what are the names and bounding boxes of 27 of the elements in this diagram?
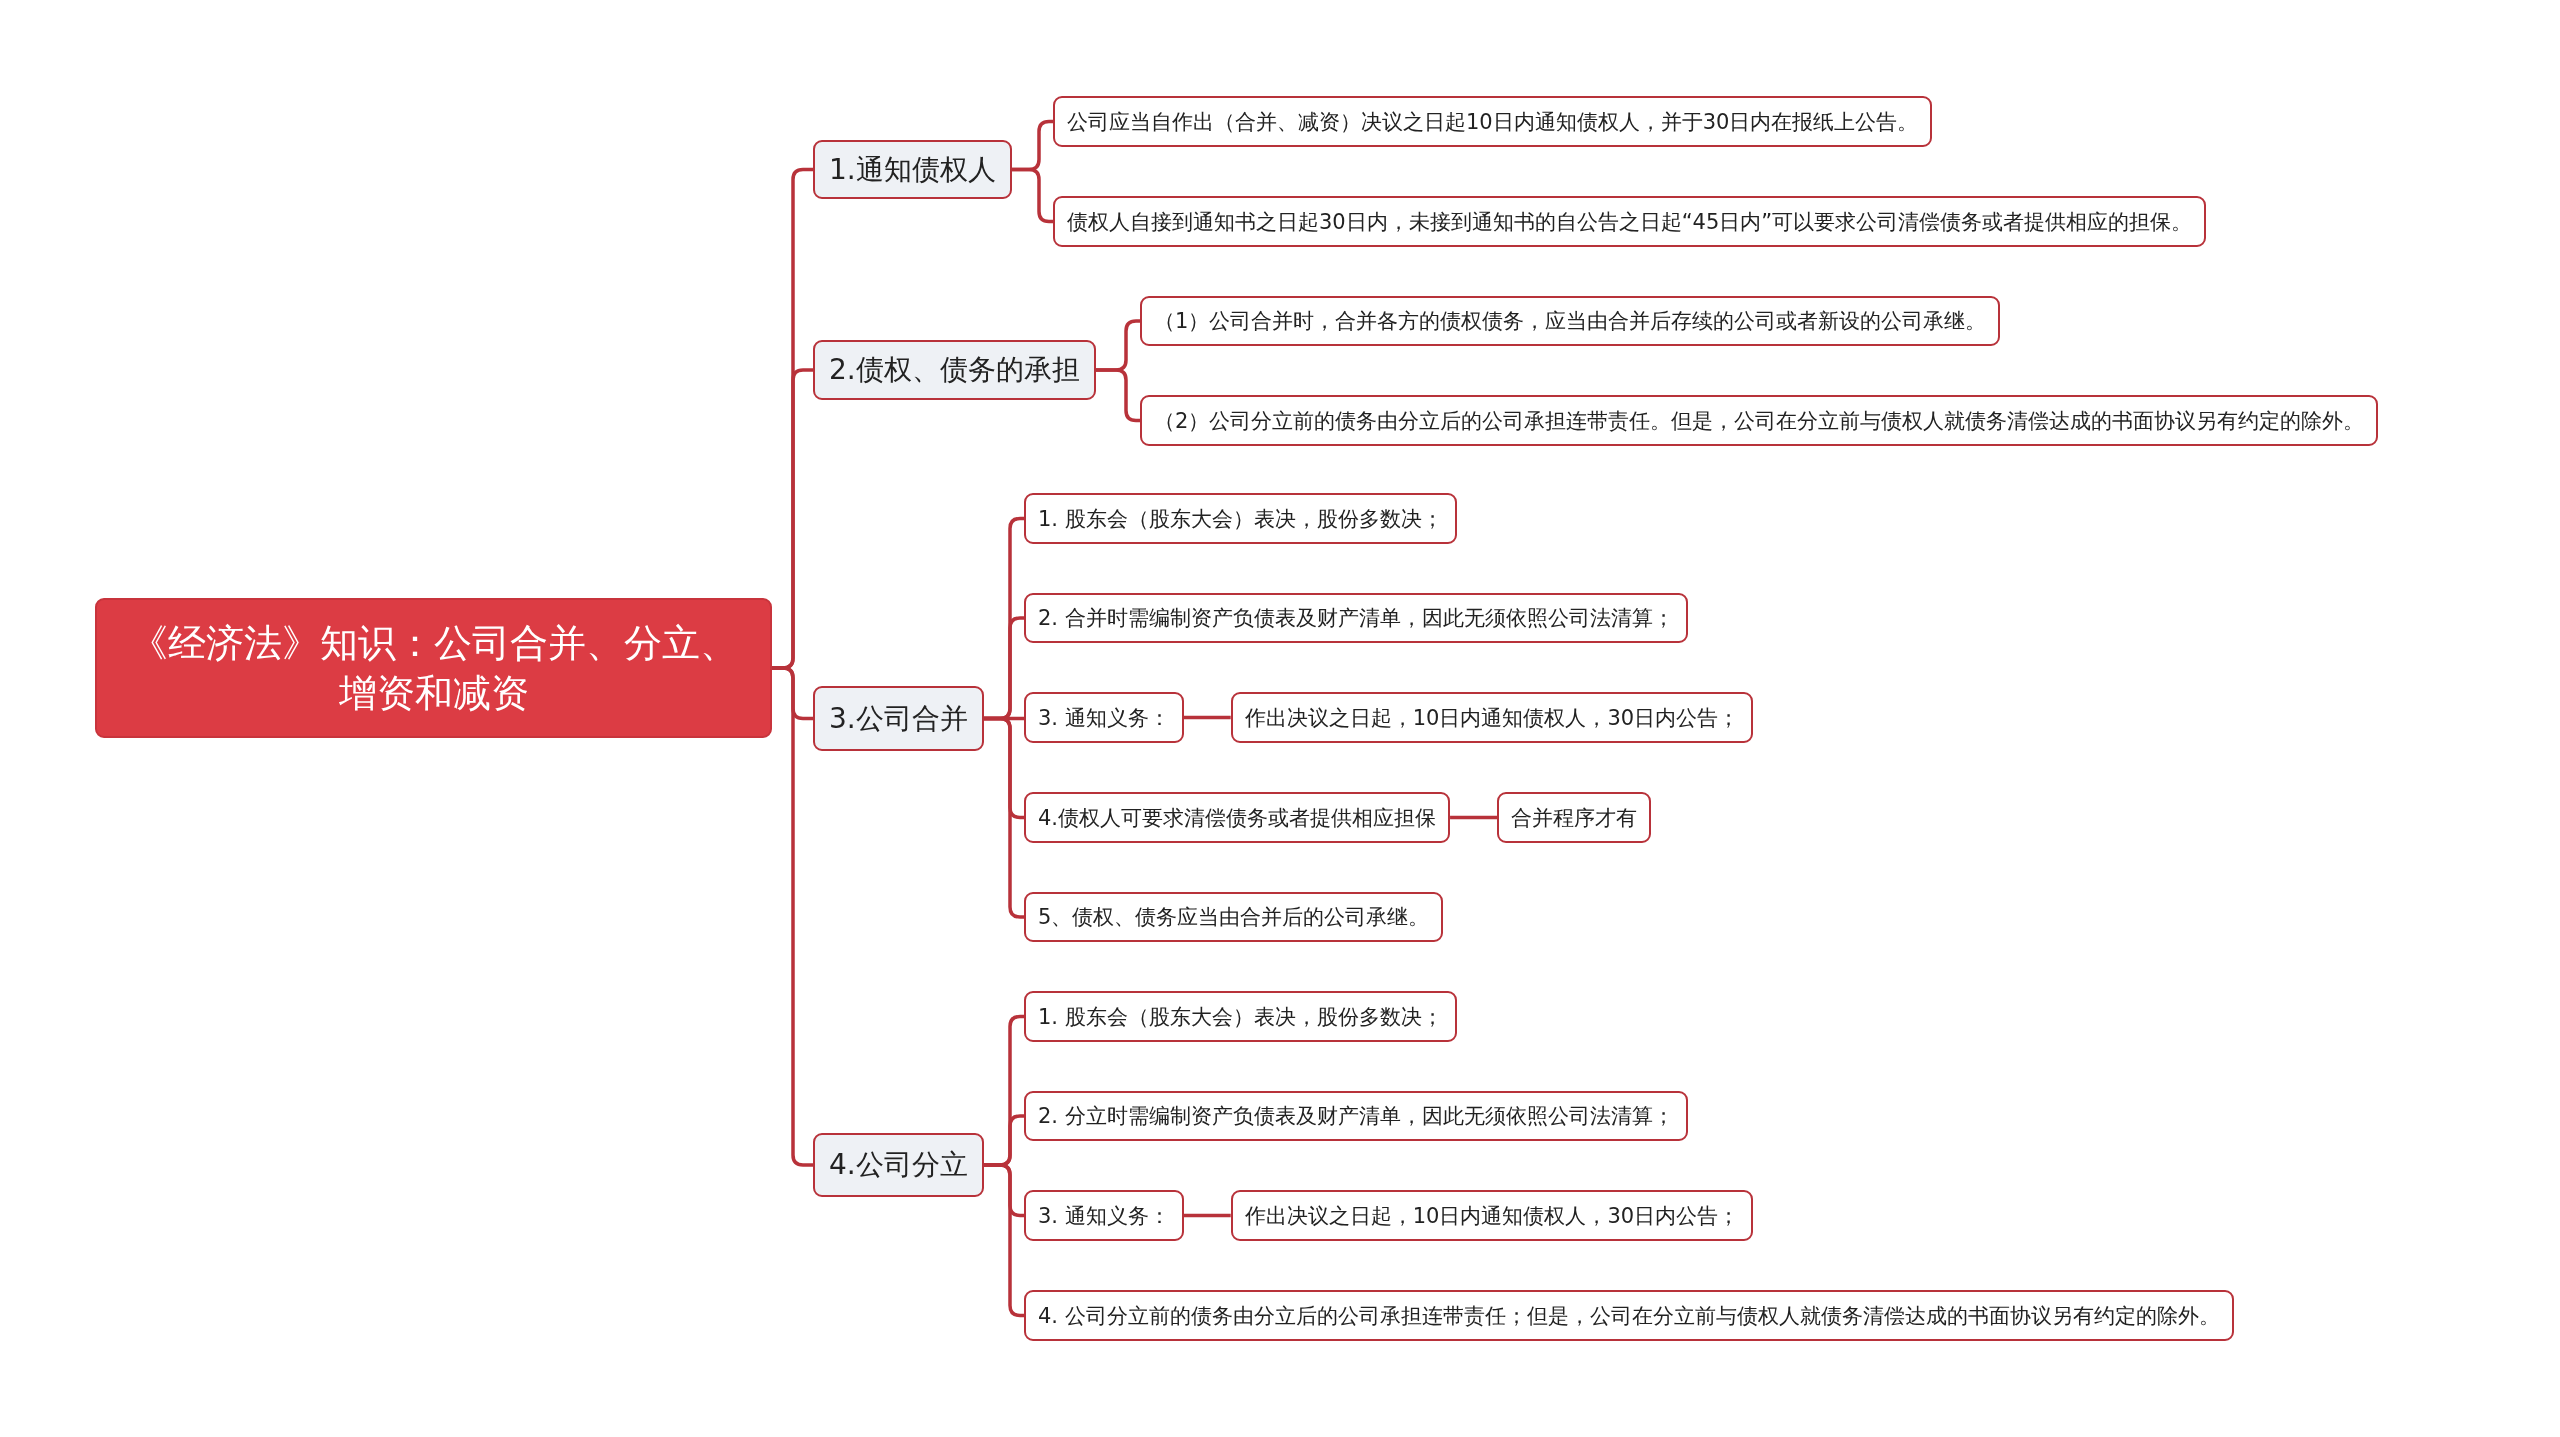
topic-box: 3.公司合并 xyxy=(813,686,984,751)
topic-box: 1.通知债权人 xyxy=(813,140,1012,199)
subtopic-box: （2）公司分立前的债务由分立后的公司承担连带责任。但是，公司在分立前与债权人就债务清偿达成的书面协议另有约定的除外。 xyxy=(1140,395,2379,446)
subtopic-box: 1. 股东会（股东大会）表决，股份多数决； xyxy=(1024,991,1457,1042)
connector-line xyxy=(1095,368,1140,423)
subtopic-box: 4.债权人可要求清偿债务或者提供相应担保 xyxy=(1024,792,1451,843)
topic-box: 4.公司分立 xyxy=(813,1133,984,1197)
connector-line xyxy=(1183,715,1231,720)
subtopic-box: 债权人自接到通知书之日起30日内，未接到通知书的自公告之日起“45日内”可以要求公司清偿债务或者提供相应的担保。 xyxy=(1053,196,2207,247)
subtopic-box: 2. 分立时需编制资产负债表及财产清单，因此无须依照公司法清算； xyxy=(1024,1091,1688,1141)
subtopic-box: 2. 合并时需编制资产负债表及财产清单，因此无须依照公司法清算； xyxy=(1024,593,1688,643)
connector-line xyxy=(772,666,813,1167)
connector-line xyxy=(1183,1213,1231,1218)
subtopic-box: 3. 通知义务： xyxy=(1024,1190,1184,1241)
subtopic-box: 5、债权、债务应当由合并后的公司承继。 xyxy=(1024,892,1444,942)
connector-line xyxy=(1011,167,1053,224)
subtopic-box: 1. 股东会（股东大会）表决，股份多数决； xyxy=(1024,493,1457,544)
topic-box: 2.债权、债务的承担 xyxy=(813,340,1096,400)
subtopic-box: 作出决议之日起，10日内通知债权人，30日内公告； xyxy=(1230,1190,1754,1241)
central-topic-box: 《经济法》知识：公司合并、分立、增资和减资 xyxy=(95,598,772,738)
subtopic-box: （1）公司合并时，合并各方的债权债务，应当由合并后存续的公司或者新设的公司承继。 xyxy=(1140,296,2001,346)
subtopic-box: 作出决议之日起，10日内通知债权人，30日内公告； xyxy=(1230,692,1754,743)
subtopic-box: 合并程序才有 xyxy=(1497,792,1652,843)
subtopic-box: 公司应当自作出（合并、减资）决议之日起10日内通知债权人，并于30日内在报纸上公告。 xyxy=(1053,96,1933,147)
connector-line xyxy=(1450,815,1498,820)
subtopic-box: 4. 公司分立前的债务由分立后的公司承担连带责任；但是，公司在分立前与债权人就债务清偿达成的书面协议另有约定的除外。 xyxy=(1024,1290,2234,1341)
subtopic-box: 3. 通知义务： xyxy=(1024,692,1184,743)
